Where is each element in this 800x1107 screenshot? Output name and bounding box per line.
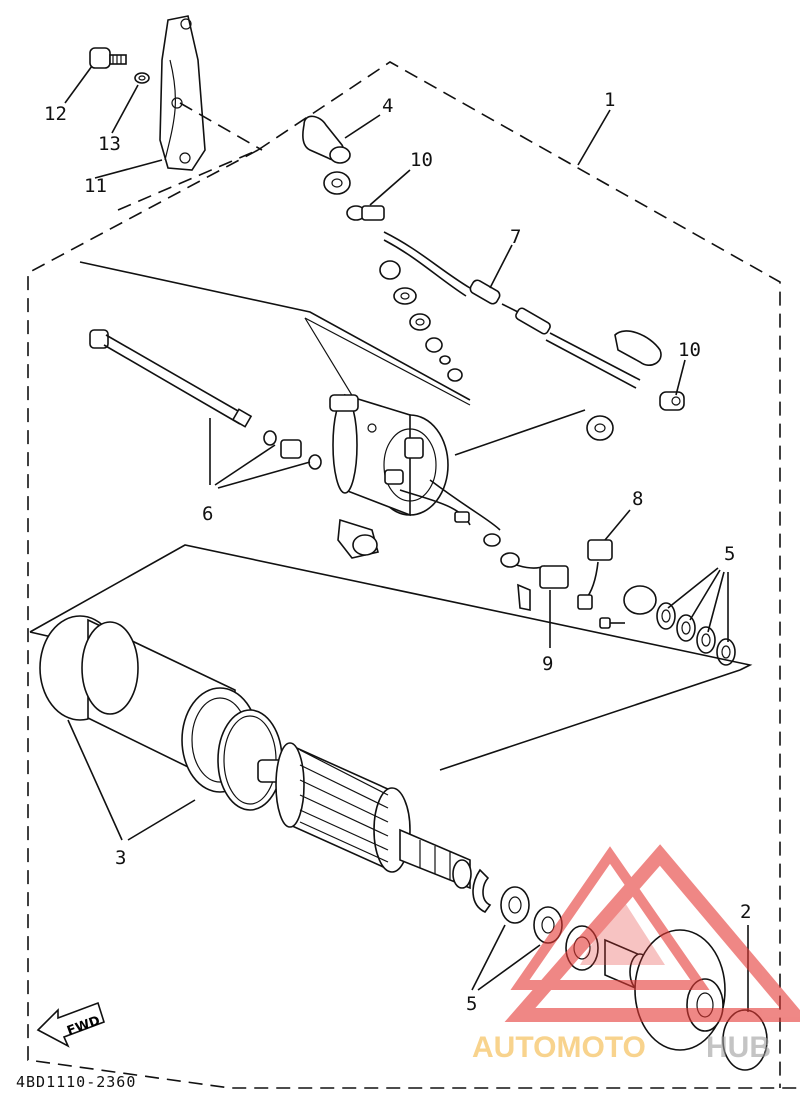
callout-8: 8 xyxy=(632,488,643,510)
callout-1: 1 xyxy=(604,89,615,111)
callout-7: 7 xyxy=(510,226,521,248)
assembly-outline xyxy=(27,61,800,1089)
callout-3: 3 xyxy=(115,847,126,869)
watermark-logo: AUTOMOTO HUB xyxy=(472,844,800,1064)
watermark-triangle-outer xyxy=(504,844,800,1022)
drawing-code: 4BD1110-2360 xyxy=(16,1073,136,1091)
callout-11: 11 xyxy=(84,175,107,197)
yoke-assembly xyxy=(39,615,283,811)
armature xyxy=(257,742,472,890)
callout-6: 6 xyxy=(202,503,213,525)
brush-holder-assembly xyxy=(79,261,736,666)
watermark-triangle-inner xyxy=(580,895,665,965)
callout-2: 2 xyxy=(740,901,751,923)
callout-labels: 1 2 3 4 5 5 6 7 8 9 10 10 11 12 13 xyxy=(44,89,751,1015)
callout-5-bottom: 5 xyxy=(466,993,477,1015)
callout-12: 12 xyxy=(44,103,67,125)
callout-13: 13 xyxy=(98,133,121,155)
callout-9: 9 xyxy=(542,653,553,675)
watermark-text-main: AUTOMOTO xyxy=(472,1031,646,1064)
watermark-text-suffix: HUB xyxy=(706,1031,771,1064)
callout-10-top: 10 xyxy=(410,149,433,171)
fwd-arrow: FWD xyxy=(36,1001,105,1048)
through-bolt xyxy=(89,329,322,470)
callout-10-right: 10 xyxy=(678,339,701,361)
callout-4: 4 xyxy=(382,95,393,117)
callout-5-top: 5 xyxy=(724,543,735,565)
leader-lines xyxy=(64,65,749,1012)
terminal-parts xyxy=(302,115,685,411)
bracket-assembly xyxy=(89,15,263,171)
watermark-triangle-mid xyxy=(510,846,710,990)
